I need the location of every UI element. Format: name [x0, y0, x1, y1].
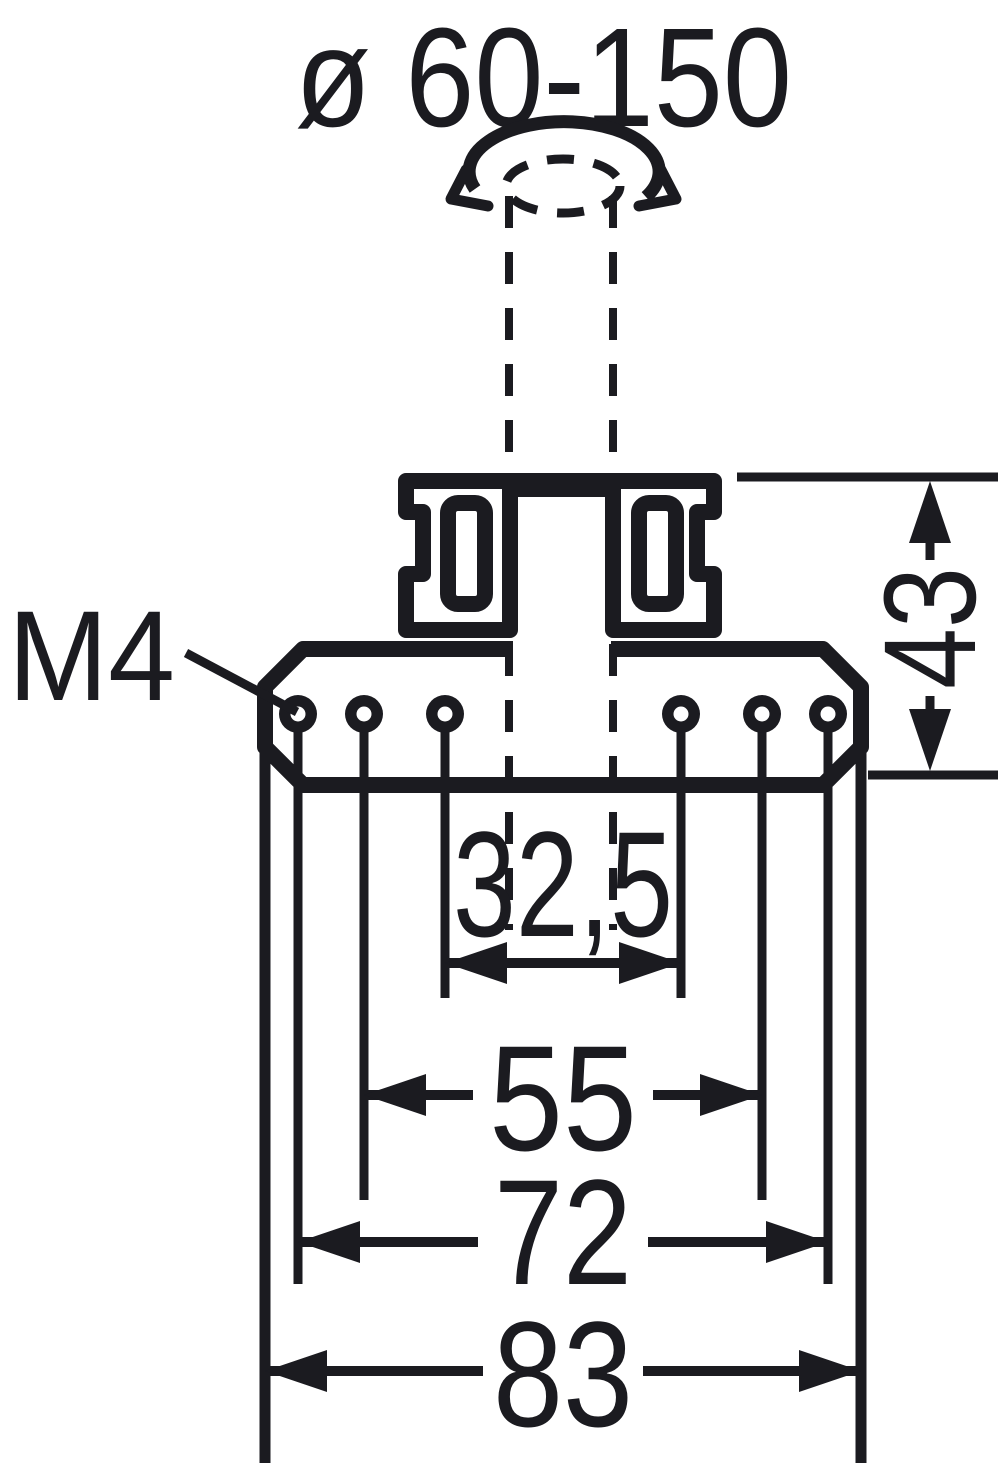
dimension-bracket-height: 43	[737, 472, 1000, 780]
pole-top-dashed-ellipse	[501, 154, 625, 218]
mounting-plate	[257, 641, 869, 793]
screw-hole	[662, 695, 700, 733]
dimension-hole-spacing-middle: 55	[364, 1014, 762, 1182]
dim-plate-width-label: 83	[493, 1290, 633, 1458]
dimension-hole-spacing-inner: 32,5	[445, 800, 681, 984]
dimension-arrow-left-icon	[298, 1221, 360, 1263]
thread-size-label: M4	[8, 585, 175, 728]
thread-leader-line	[183, 649, 300, 716]
rotation-arrowhead-right-icon	[633, 164, 682, 212]
clamp-slot-left	[440, 495, 493, 612]
screw-hole	[809, 695, 847, 733]
dimension-arrow-right-icon	[700, 1074, 762, 1116]
dim-hole-spacing-middle-label: 55	[489, 1014, 637, 1182]
screw-hole	[345, 695, 383, 733]
dimension-arrow-left-icon	[265, 1350, 327, 1392]
dimension-arrow-up-icon	[909, 481, 951, 543]
dimension-arrow-right-icon	[766, 1221, 828, 1263]
pole-centerlines	[505, 196, 617, 930]
dim-bracket-height-label: 43	[856, 567, 1000, 689]
dimension-arrow-right-icon	[619, 942, 681, 984]
dimension-plate-width: 83	[265, 1290, 861, 1458]
screw-hole	[426, 695, 464, 733]
dimension-arrow-down-icon	[909, 709, 951, 771]
pole-diameter-label: ø 60-150	[295, 0, 792, 156]
clamp-slot-right	[631, 495, 684, 612]
rotation-arrowhead-left-icon	[445, 164, 494, 212]
hole-extension-lines	[293, 714, 833, 1284]
screw-hole	[743, 695, 781, 733]
dimension-arrow-left-icon	[445, 942, 507, 984]
dim-hole-spacing-inner-label: 32,5	[453, 800, 673, 968]
dim-hole-spacing-outer-label: 72	[494, 1148, 632, 1316]
dimension-arrow-right-icon	[799, 1350, 861, 1392]
dimension-arrow-left-icon	[364, 1074, 426, 1116]
dimension-hole-spacing-outer: 72	[298, 1148, 828, 1316]
rotation-arrows-icon	[445, 115, 682, 218]
